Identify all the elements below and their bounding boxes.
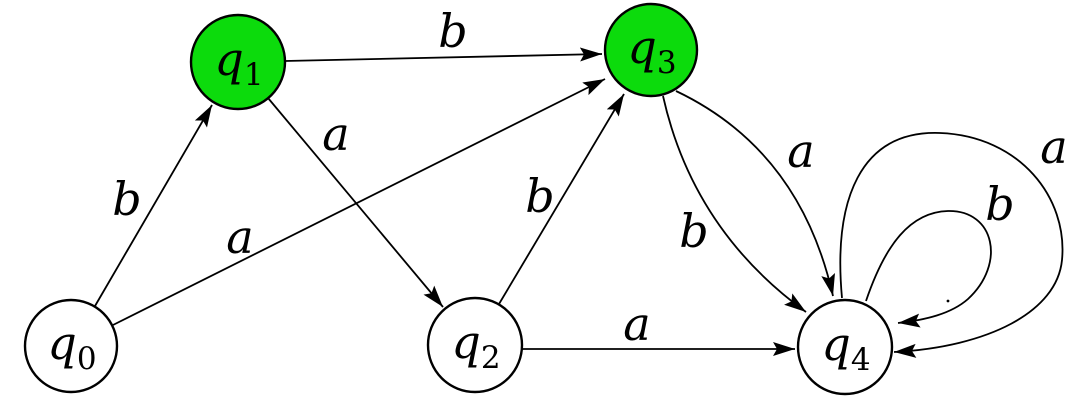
transition-q1-q2-a-label: a xyxy=(322,107,349,161)
transition-q1-q3-b-edge xyxy=(284,47,603,62)
transition-q0-q3-a-edge xyxy=(112,78,606,326)
state-q3-circle xyxy=(603,2,699,98)
transition-q0-q1-b-edge xyxy=(94,104,213,307)
state-q3: q3 xyxy=(603,2,699,98)
transition-q0-q3-a-label: a xyxy=(226,210,253,264)
state-q4: q4 xyxy=(796,298,894,396)
state-q4-circle xyxy=(796,298,894,396)
state-q2: q2 xyxy=(426,296,524,394)
transition-q3-q4-b-label: b xyxy=(679,204,708,258)
transition-q3-q4-b-edge xyxy=(662,95,807,313)
transition-q4-q4-b-edge xyxy=(865,210,992,328)
state-q1-circle xyxy=(189,13,287,111)
state-q0: q0 xyxy=(23,298,119,394)
state-q1-label: q1 xyxy=(214,32,263,93)
transition-q4-q4-a-label: a xyxy=(1040,120,1067,174)
transition-q0-q1-b-label: b xyxy=(112,172,141,226)
transition-q2-q3-b-label: b xyxy=(525,169,554,223)
state-q2-circle xyxy=(426,296,524,394)
transition-q4-q4-b-label: b xyxy=(985,177,1014,231)
transition-q2-q3-b-edge xyxy=(498,93,625,305)
transition-q3-q4-a-label: a xyxy=(787,124,814,178)
transition-q3-q4-a-edge xyxy=(675,90,835,297)
transition-q4-q4-a-edge xyxy=(839,132,1064,358)
transition-q1-q3-b-label: b xyxy=(438,4,467,58)
transition-q1-q2-a-edge xyxy=(267,97,444,308)
state-q0-circle xyxy=(23,298,119,394)
state-q3-label: q3 xyxy=(627,20,676,81)
stray-speck xyxy=(946,299,950,303)
state-q1: q1 xyxy=(189,13,287,111)
transition-q2-q4-a-label: a xyxy=(623,297,650,351)
